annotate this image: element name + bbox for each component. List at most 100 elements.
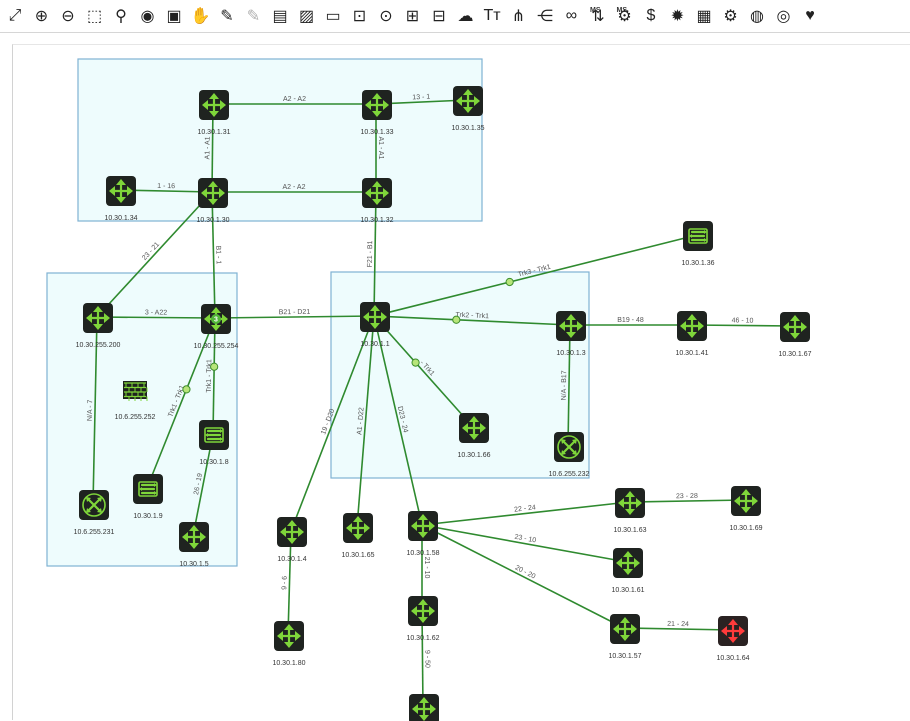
alarm-count-badge[interactable]: 3 xyxy=(211,314,221,324)
topology-layout-icon[interactable]: ⋔ xyxy=(508,5,530,27)
link-n1-n58[interactable] xyxy=(373,315,423,526)
device-node-10-30-1-80[interactable]: 10.30.1.80 xyxy=(272,621,306,667)
search-icon[interactable]: ⚲ xyxy=(110,5,132,27)
device-node-10-30-1-31[interactable]: 10.30.1.31 xyxy=(197,90,231,136)
zoom-region-icon[interactable]: ⬚ xyxy=(84,5,106,27)
link-n58-n63[interactable] xyxy=(421,501,630,526)
link-n62-n70[interactable] xyxy=(421,609,424,709)
device-node-10-30-1-61[interactable]: 10.30.1.61 xyxy=(611,548,645,594)
link-n3-n232[interactable] xyxy=(567,324,571,447)
link-n1-n36[interactable] xyxy=(373,234,698,317)
settings-icon[interactable]: ⚙ xyxy=(720,5,742,27)
device-node-10-6-255-232[interactable]: 10.6.255.232 xyxy=(549,432,590,478)
cloud-icon[interactable]: ☁ xyxy=(455,5,477,27)
link-n254-n1[interactable] xyxy=(214,315,375,319)
tile-view-icon[interactable]: ▦ xyxy=(693,5,715,27)
health-monitor-icon[interactable]: ♥ xyxy=(799,5,821,27)
select-link-icon[interactable]: ⊙ xyxy=(375,5,397,27)
link-n254-n9[interactable] xyxy=(146,317,216,489)
link-n1-n66[interactable] xyxy=(373,315,474,428)
edit-image-icon[interactable]: ✎ xyxy=(216,5,238,27)
link-n200-n254[interactable] xyxy=(96,316,216,319)
ms-settings-icon[interactable]: MS⚙ xyxy=(614,5,636,27)
device-node-10-6-255-231[interactable]: 10.6.255.231 xyxy=(74,490,115,536)
device-node-10-30-1-66[interactable]: 10.30.1.66 xyxy=(457,413,491,459)
background-image-icon[interactable]: ▨ xyxy=(296,5,318,27)
zoom-in-icon[interactable]: ⊕ xyxy=(31,5,53,27)
device-node-10-30-1-30[interactable]: 10.30.1.30 xyxy=(196,178,230,224)
pan-hand-icon[interactable]: ✋ xyxy=(190,5,212,27)
link-layout-icon[interactable]: ⋲ xyxy=(534,5,556,27)
link-n30-n254[interactable] xyxy=(211,191,216,319)
eye-icon-glyph: ◉ xyxy=(140,8,155,25)
device-label: 10.6.255.231 xyxy=(74,529,115,536)
device-label: 10.30.1.67 xyxy=(778,351,811,358)
device-node-10-30-1-58[interactable]: 10.30.1.58 xyxy=(406,511,440,557)
add-node-icon[interactable]: ⊟ xyxy=(428,5,450,27)
link-n57-n64[interactable] xyxy=(623,627,733,631)
device-node-10-30-1-33[interactable]: 10.30.1.33 xyxy=(360,90,394,136)
device-node-10-30-1-65[interactable]: 10.30.1.65 xyxy=(341,513,375,559)
device-node-10-30-1-63[interactable]: 10.30.1.63 xyxy=(613,488,647,534)
hierarchy-icon[interactable]: ⊞ xyxy=(402,5,424,27)
device-node-10-30-1-3[interactable]: 10.30.1.3 xyxy=(556,311,586,357)
device-label: 10.30.1.58 xyxy=(406,550,439,557)
link-n1-n4[interactable] xyxy=(290,315,375,532)
device-node-10-30-1-32[interactable]: 10.30.1.32 xyxy=(360,178,394,224)
device-node-10-30-1-4[interactable]: 10.30.1.4 xyxy=(277,517,307,563)
zoom-fit-icon[interactable]: ⤢ xyxy=(4,5,26,27)
select-node-icon[interactable]: ⊡ xyxy=(349,5,371,27)
device-node-10-30-1-9[interactable]: 10.30.1.9 xyxy=(133,474,163,520)
device-node-10-30-1-69[interactable]: 10.30.1.69 xyxy=(729,486,763,532)
router-icon xyxy=(362,90,392,120)
eye-icon[interactable]: ◉ xyxy=(137,5,159,27)
group-core-box[interactable] xyxy=(77,58,483,222)
device-node-10-30-255-200[interactable]: 10.30.255.200 xyxy=(76,303,121,349)
save-icon[interactable]: ▤ xyxy=(269,5,291,27)
link-n200-n231[interactable] xyxy=(92,316,98,505)
device-node-10-30-1-67[interactable]: 10.30.1.67 xyxy=(778,312,812,358)
binoculars-icon[interactable]: ∞ xyxy=(561,5,583,27)
device-label: 10.30.1.41 xyxy=(675,350,708,357)
device-node-10-30-1-57[interactable]: 10.30.1.57 xyxy=(608,614,642,660)
device-node-10-30-255-254[interactable]: 10.30.255.254 xyxy=(194,304,239,350)
device-node-10-30-1-36[interactable]: 10.30.1.36 xyxy=(681,221,715,267)
device-node-10-30-1-1[interactable]: 10.30.1.1 xyxy=(360,302,390,348)
link-n32-n1[interactable] xyxy=(373,191,377,317)
link-n1-n65[interactable] xyxy=(356,315,375,528)
link-layout-icon-glyph: ⋲ xyxy=(537,8,553,25)
link-n1-n3[interactable] xyxy=(373,315,571,326)
device-node-10-30-1-62[interactable]: 10.30.1.62 xyxy=(406,596,440,642)
globe-settings-icon[interactable]: ◍ xyxy=(746,5,768,27)
add-node-icon-glyph: ⊟ xyxy=(432,8,446,25)
link-n8-n5[interactable] xyxy=(192,433,214,537)
ms-link-icon[interactable]: MS⇅ xyxy=(587,5,609,27)
link-n41-n67[interactable] xyxy=(690,324,795,327)
edit-image-disabled-icon[interactable]: ✎ xyxy=(243,5,265,27)
device-node-10-30-1-34[interactable]: 10.30.1.34 xyxy=(104,176,138,222)
link-n63-n69[interactable] xyxy=(628,499,746,503)
fit-view-icon[interactable]: ▣ xyxy=(163,5,185,27)
link-n58-n61[interactable] xyxy=(421,524,628,563)
globe-icon[interactable]: ◎ xyxy=(773,5,795,27)
link-n58-n57[interactable] xyxy=(421,524,625,629)
zoom-out-icon[interactable]: ⊖ xyxy=(57,5,79,27)
monitor-icon[interactable]: ▭ xyxy=(322,5,344,27)
link-n30-n200[interactable] xyxy=(96,191,213,318)
device-node-10-30-1-41[interactable]: 10.30.1.41 xyxy=(675,311,709,357)
link-n254-n8[interactable] xyxy=(212,317,216,435)
device-node-10-30-1-8[interactable]: 10.30.1.8 xyxy=(199,420,229,466)
device-node-10-30-1-5[interactable]: 10.30.1.5 xyxy=(179,522,209,568)
text-size-icon[interactable]: Tт xyxy=(481,5,503,27)
link-n4-n80[interactable] xyxy=(287,530,292,636)
device-node-10-30-1-64[interactable]: 10.30.1.64 xyxy=(716,616,750,662)
gear-badge-icon[interactable]: ✹ xyxy=(667,5,689,27)
device-node-10-30-1-70[interactable]: 10.30.1.70 xyxy=(407,694,440,721)
device-node-10-30-1-35[interactable]: 10.30.1.35 xyxy=(451,86,485,132)
link-label: 21 - 24 xyxy=(667,621,689,628)
device-node-10-6-255-252[interactable]: 10.6.255.252 xyxy=(115,381,156,421)
dollar-icon[interactable]: $ xyxy=(640,5,662,27)
